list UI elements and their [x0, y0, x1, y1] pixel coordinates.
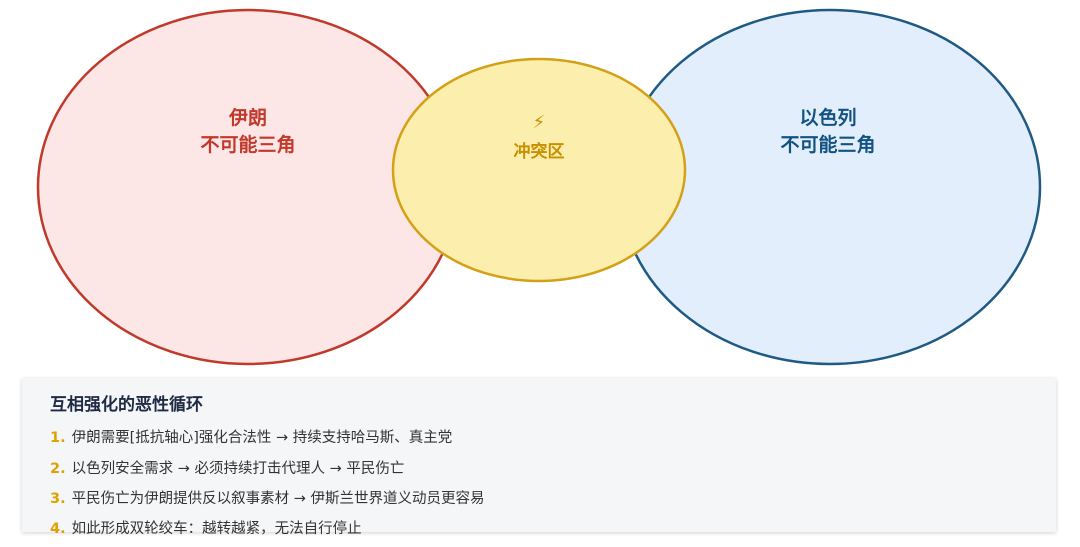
list-item: 4. 如此形成双轮绞车：越转越紧，无法自行停止 [50, 517, 362, 538]
list-item: 1. 伊朗需要[抵抗轴心]强化合法性 → 持续支持哈马斯、真主党 [50, 426, 452, 447]
cycle-panel: 互相强化的恶性循环 1. 伊朗需要[抵抗轴心]强化合法性 → 持续支持哈马斯、真主… [22, 378, 1056, 537]
list-text: 如此形成双轮绞车：越转越紧，无法自行停止 [71, 521, 362, 537]
israel-label-line2: 不可能三角 [780, 133, 875, 156]
list-text: 以色列安全需求 → 必须持续打击代理人 → 平民伤亡 [71, 461, 405, 477]
list-number: 2. [50, 461, 66, 477]
venn-diagram: 伊朗 不可能三角 以色列 不可能三角 ⚡ 冲突区 [36, 8, 1042, 366]
list-text: 平民伤亡为伊朗提供反以叙事素材 → 伊斯兰世界道义动员更容易 [71, 491, 485, 507]
iran-label-line2: 不可能三角 [200, 133, 295, 156]
conflict-circle [391, 57, 687, 283]
iran-label-line1: 伊朗 [228, 106, 267, 129]
list-item: 2. 以色列安全需求 → 必须持续打击代理人 → 平民伤亡 [50, 457, 404, 478]
list-item: 3. 平民伤亡为伊朗提供反以叙事素材 → 伊斯兰世界道义动员更容易 [50, 487, 484, 508]
list-number: 4. [50, 521, 66, 537]
conflict-zone-label: 冲突区 [514, 141, 565, 162]
lightning-icon: ⚡ [533, 112, 546, 133]
panel-title: 互相强化的恶性循环 [50, 395, 203, 415]
israel-label-line1: 以色列 [799, 106, 856, 129]
list-text: 伊朗需要[抵抗轴心]强化合法性 → 持续支持哈马斯、真主党 [71, 430, 453, 446]
list-number: 1. [50, 430, 66, 446]
list-number: 3. [50, 491, 66, 507]
